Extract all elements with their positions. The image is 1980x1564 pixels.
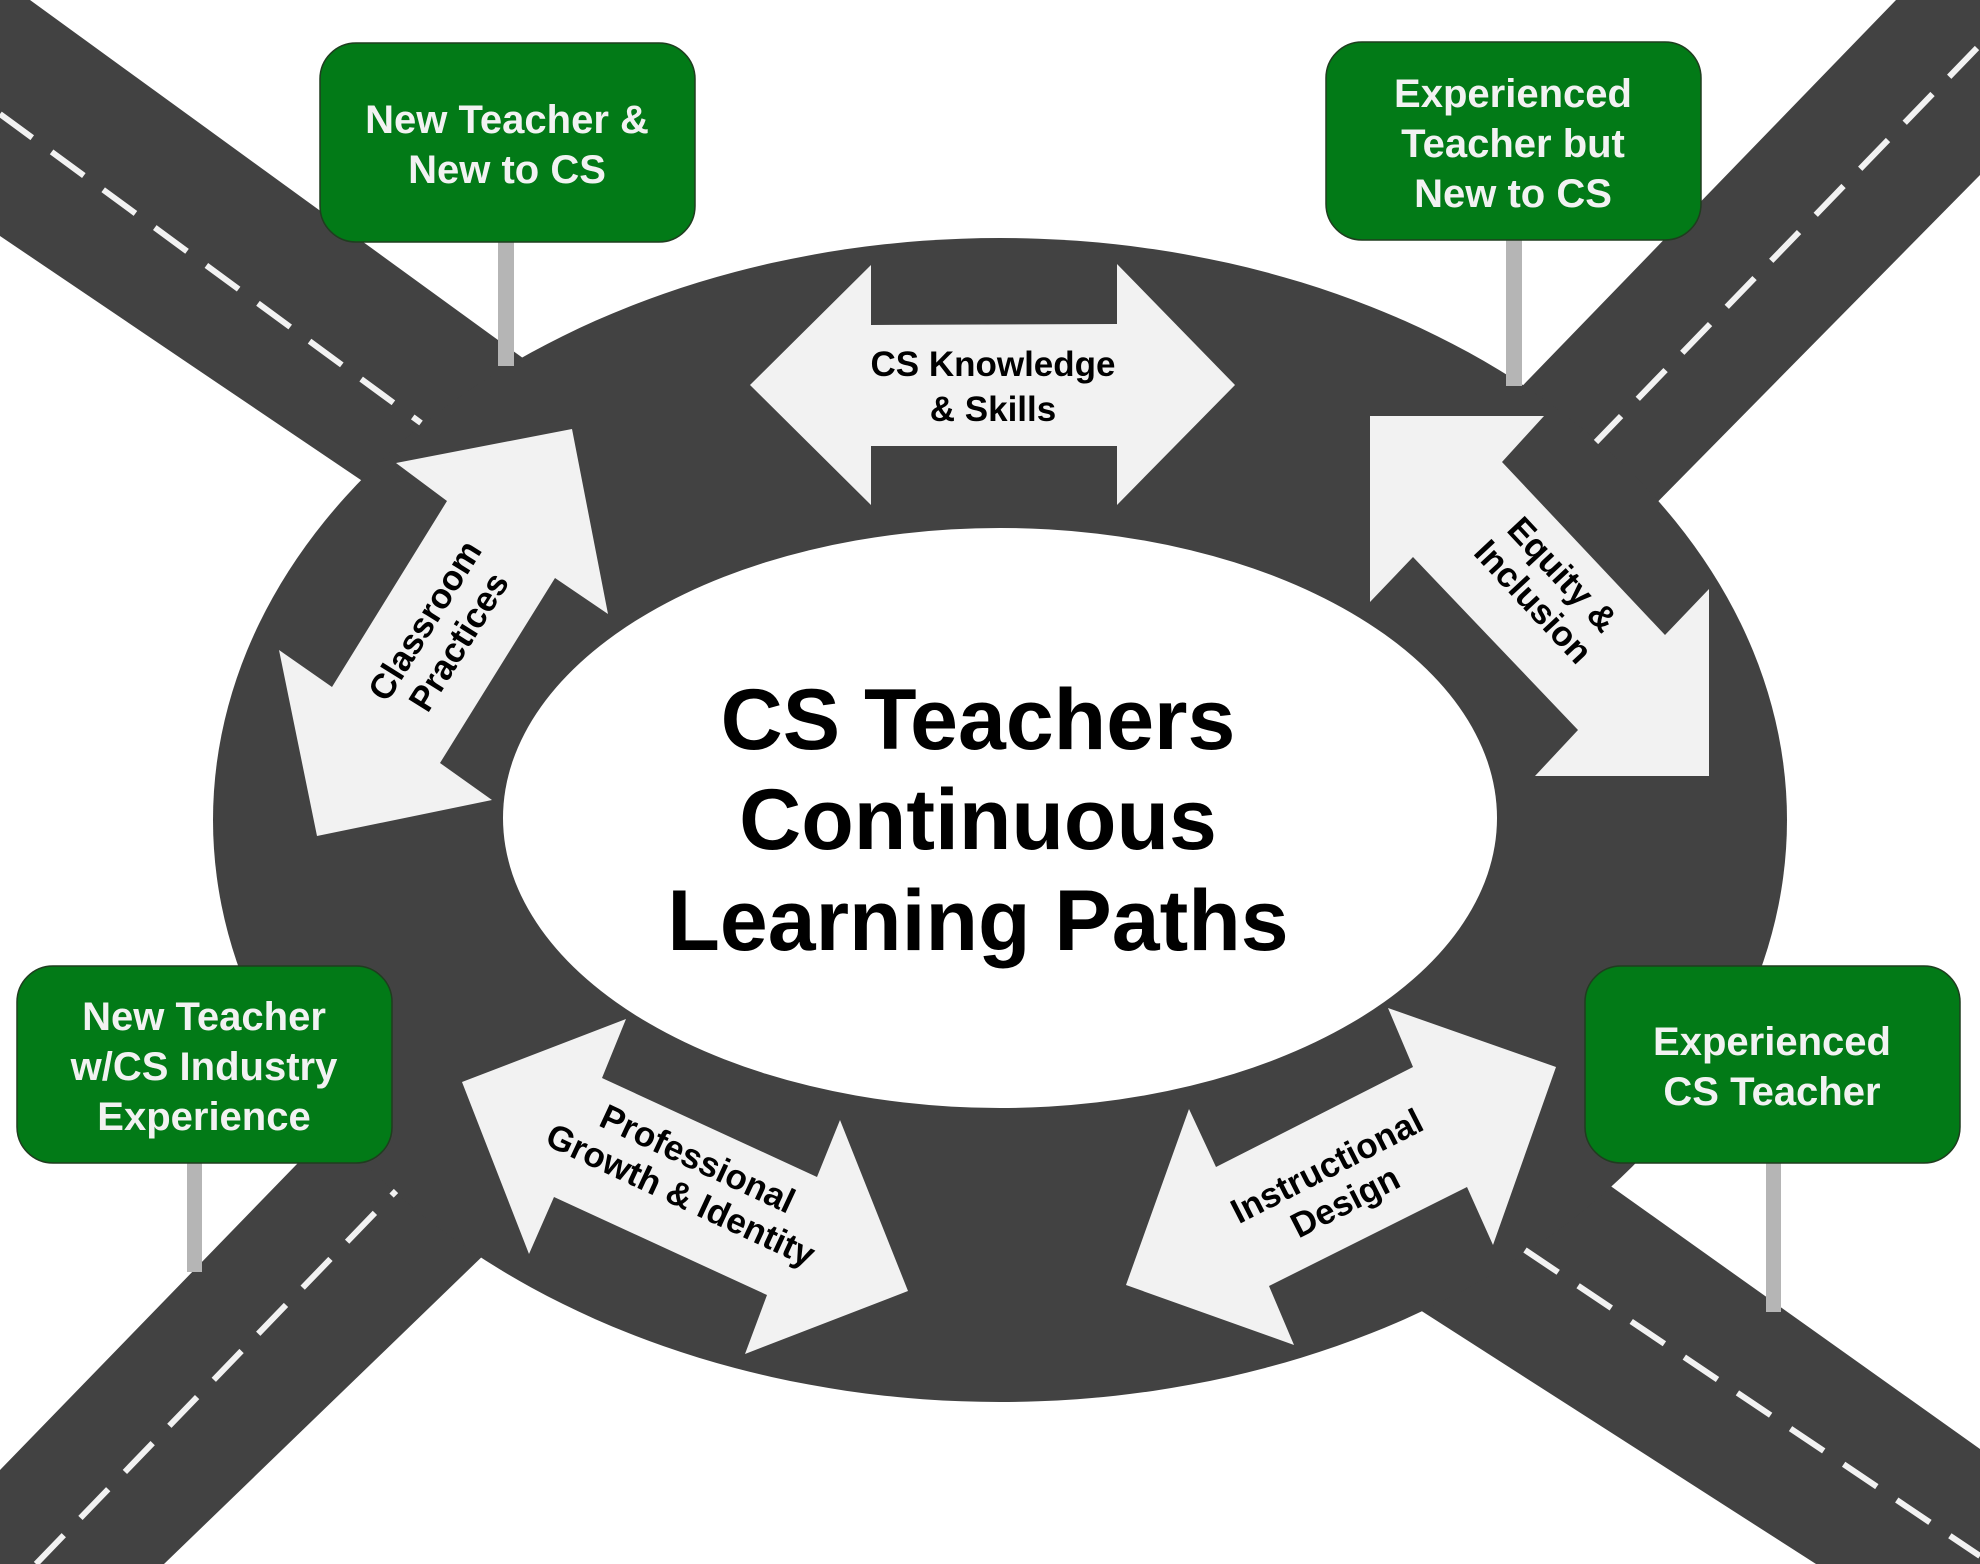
sign-experienced-teacher-new-to-cs: Experienced Teacher but New to CS	[1325, 41, 1702, 241]
arrow-classroom	[279, 429, 608, 836]
sign-experienced-cs-teacher: Experienced CS Teacher	[1584, 965, 1961, 1164]
pole-top-right	[1506, 238, 1522, 386]
road-top-right	[1470, 0, 1980, 540]
sign-line: Experienced	[1653, 1020, 1891, 1064]
sign-line: w/CS Industry	[70, 1045, 338, 1089]
sign-board	[1584, 965, 1961, 1164]
road-top-left	[0, 0, 560, 520]
road-bottom-right	[1420, 1150, 1980, 1564]
title-line-2: Continuous	[739, 772, 1217, 868]
arrow-label-cs-knowledge: CS Knowledge & Skills	[870, 345, 1115, 429]
center-title: CS Teachers Continuous Learning Paths	[667, 672, 1288, 969]
arrow-professional	[462, 1019, 908, 1354]
lane-marking-bottom-right	[1523, 1247, 1980, 1559]
sign-line: Experience	[97, 1095, 310, 1139]
lane-markings	[0, 45, 1980, 1564]
sign-board	[1325, 41, 1702, 241]
sign-new-teacher-new-to-cs: New Teacher & New to CS	[319, 42, 696, 243]
roundabout-inner	[503, 528, 1497, 1108]
pole-top-left	[498, 240, 514, 366]
sign-board	[319, 42, 696, 243]
sign-line: CS Teacher	[1663, 1070, 1880, 1114]
sign-poles	[187, 238, 1781, 1312]
arrow-cs-knowledge	[750, 264, 1235, 505]
sign-new-teacher-industry-experience: New Teacher w/CS Industry Experience	[16, 965, 393, 1164]
sign-line: New to CS	[1414, 172, 1612, 216]
pole-bottom-right	[1766, 1162, 1781, 1312]
sign-line: New Teacher &	[365, 98, 649, 142]
sign-board	[16, 965, 393, 1164]
sign-line: Experienced	[1394, 72, 1632, 116]
arrow-label-line: & Skills	[930, 390, 1056, 429]
sign-line: Teacher but	[1401, 122, 1625, 166]
arrow-equity	[1370, 416, 1709, 776]
title-line-3: Learning Paths	[667, 873, 1288, 969]
pole-bottom-left	[187, 1162, 202, 1272]
arrow-label-line: CS Knowledge	[870, 345, 1115, 384]
road-bottom-left	[0, 1130, 520, 1564]
lane-marking-bottom-left	[33, 1188, 399, 1564]
direction-arrows	[279, 264, 1709, 1354]
sign-line: New to CS	[408, 148, 606, 192]
arrow-instructional	[1126, 1008, 1556, 1345]
sign-line: New Teacher	[82, 995, 326, 1039]
title-line-1: CS Teachers	[721, 672, 1236, 768]
lane-marking-top-left	[0, 111, 423, 426]
lane-marking-top-right	[1593, 45, 1980, 445]
